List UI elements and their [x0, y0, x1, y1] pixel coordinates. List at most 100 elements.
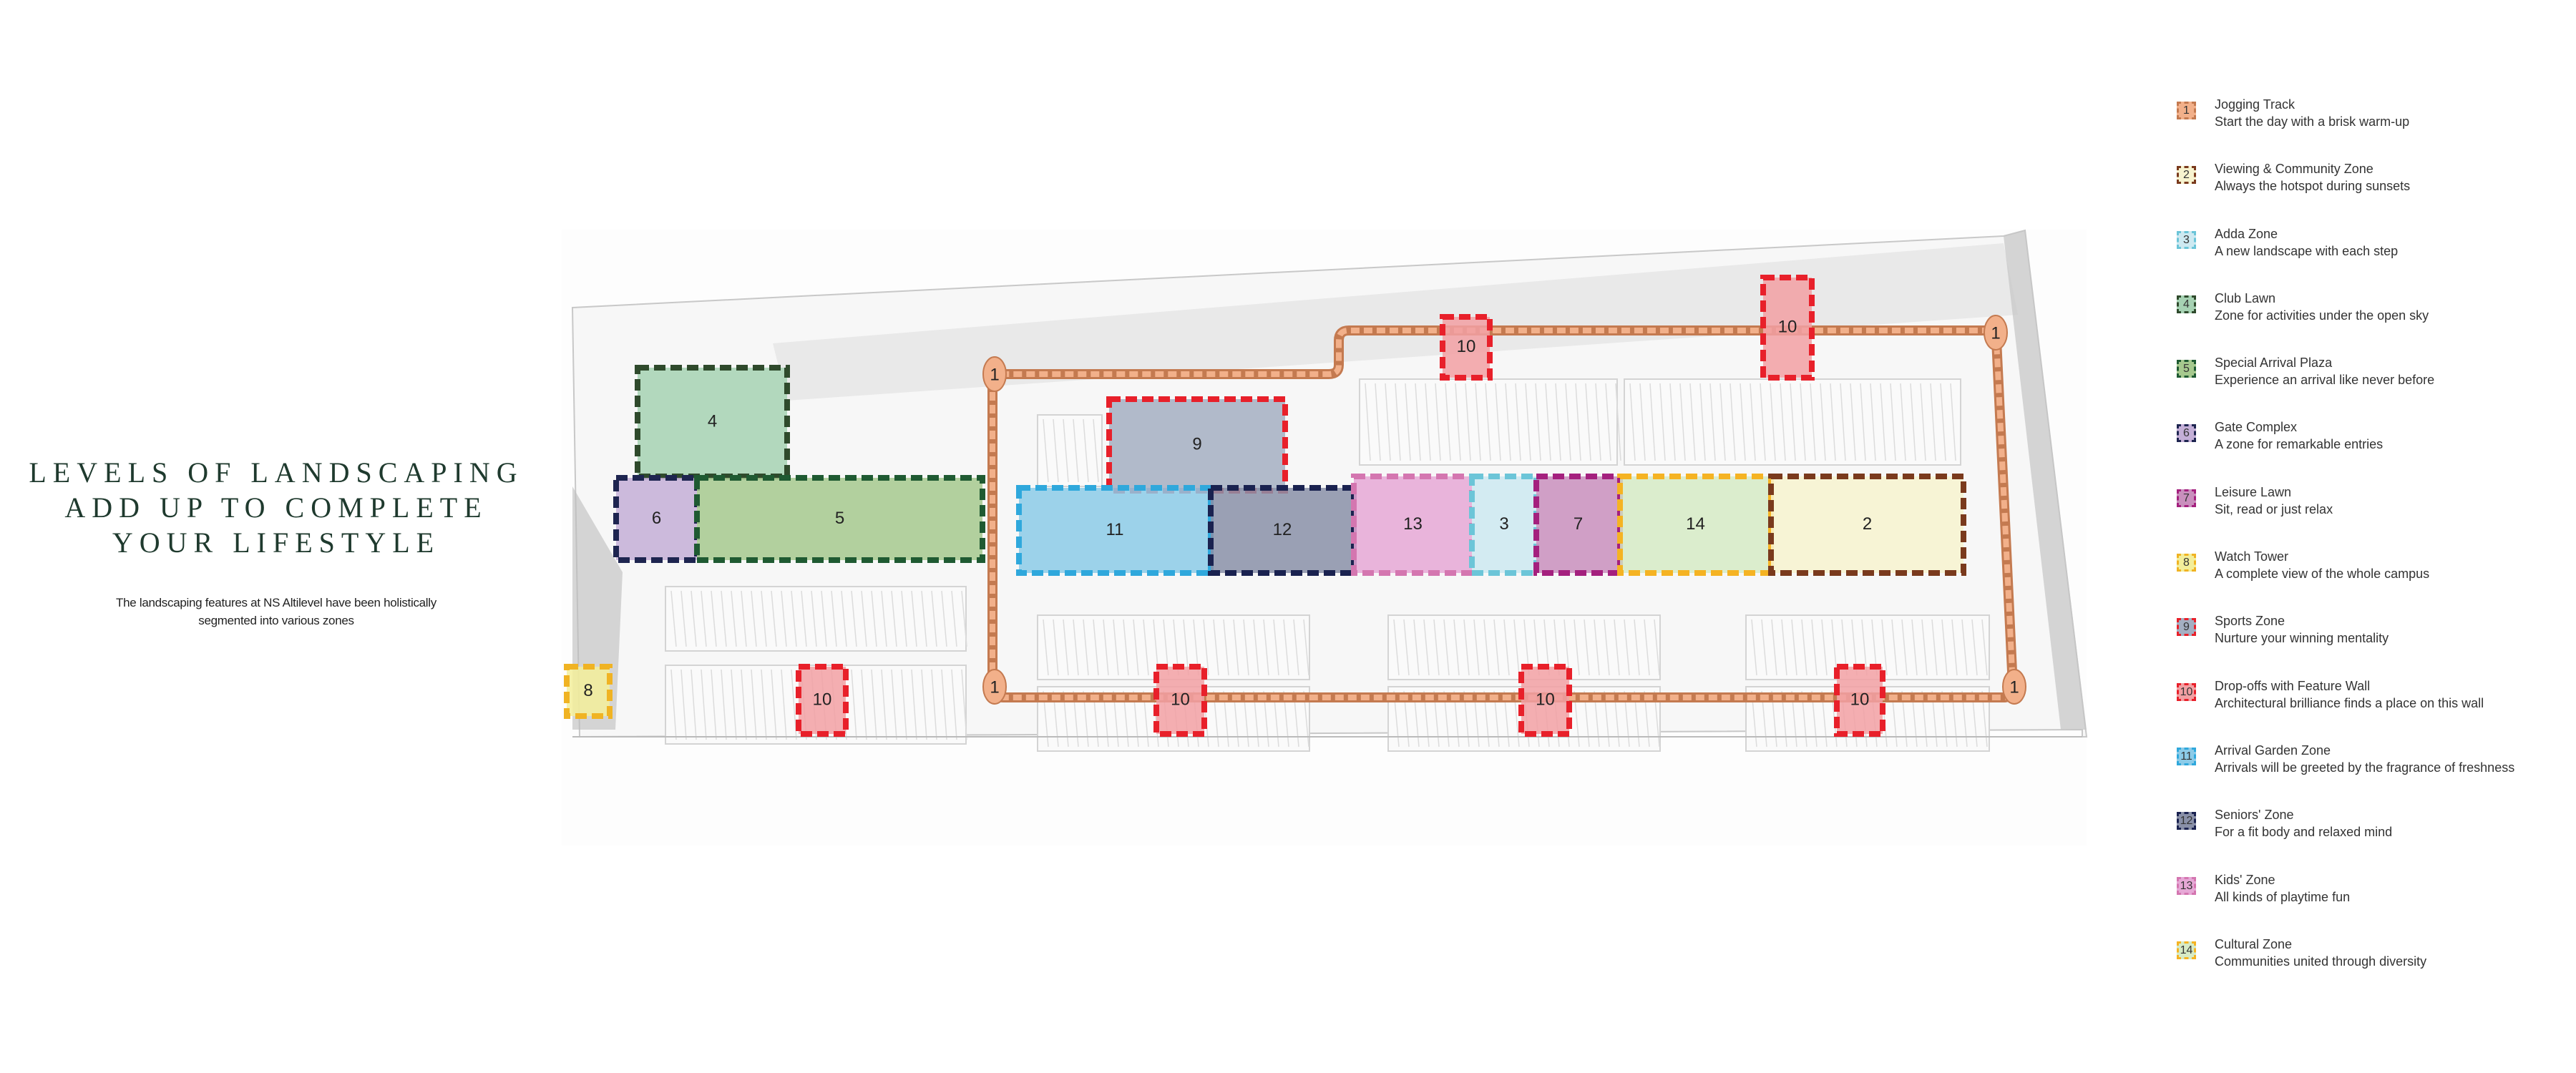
zone-number: 9 — [1192, 434, 1201, 454]
legend-description: For a fit body and relaxed mind — [2215, 825, 2393, 840]
zone-swatch-icon: 2 — [2177, 166, 2196, 185]
zone-swatch-icon: 3 — [2177, 230, 2196, 249]
zone-number: 10 — [1171, 690, 1190, 709]
legend-item-5: 5 Special Arrival Plaza Experience an ar… — [2168, 356, 2555, 420]
zone-13-area: 13 — [1351, 474, 1475, 576]
zone-swatch-icon: 1 — [2177, 102, 2196, 119]
legend-item-14: 14 Cultural Zone Communities united thro… — [2168, 937, 2555, 1001]
jogging-track-marker: 1 — [1984, 315, 2008, 351]
zone-swatch-icon: 13 — [2177, 876, 2196, 895]
legend-title: Gate Complex — [2215, 420, 2298, 435]
zone-14-area: 14 — [1617, 474, 1774, 576]
zone-number: 10 — [1457, 337, 1476, 356]
legend-title: Arrival Garden Zone — [2215, 743, 2331, 758]
legend-item-6: 6 Gate Complex A zone for remarkable ent… — [2168, 420, 2555, 484]
jogging-track-marker: 1 — [982, 356, 1007, 392]
zone-swatch-icon: 14 — [2177, 941, 2196, 959]
legend-description: Sit, read or just relax — [2215, 501, 2333, 516]
legend-title: Kids' Zone — [2215, 872, 2275, 887]
heading-line: YOUR LIFESTYLE — [112, 526, 441, 559]
zone-number: 13 — [1403, 514, 1423, 534]
legend-title: Drop-offs with Feature Wall — [2215, 678, 2371, 693]
zone-6-area: 6 — [613, 475, 700, 563]
legend-description: A new landscape with each step — [2215, 243, 2399, 258]
zone-number: 2 — [1863, 514, 1872, 534]
zone-number: 5 — [835, 509, 844, 528]
zone-8-area: 8 — [564, 664, 613, 719]
zone-swatch-icon: 9 — [2177, 618, 2196, 637]
zone-number: 14 — [1686, 514, 1705, 534]
zone-number: 12 — [1273, 520, 1292, 539]
zone-number: 6 — [652, 509, 661, 528]
zone-9-area: 9 — [1106, 396, 1288, 494]
legend-description: Communities united through diversity — [2215, 954, 2427, 969]
zone-number: 10 — [1850, 690, 1870, 709]
legend-item-8: 8 Watch Tower A complete view of the who… — [2168, 549, 2555, 614]
legend-description: Arrivals will be greeted by the fragranc… — [2215, 760, 2515, 775]
legend-item-7: 7 Leisure Lawn Sit, read or just relax — [2168, 485, 2555, 549]
legend-title: Leisure Lawn — [2215, 484, 2292, 499]
legend-description: Nurture your winning mentality — [2215, 631, 2389, 646]
zone-3-area: 3 — [1469, 474, 1539, 576]
heading-line: LEVELS OF LANDSCAPING — [29, 456, 524, 489]
zone-10-area: 10 — [1518, 664, 1572, 737]
legend-description: A zone for remarkable entries — [2215, 437, 2384, 452]
page-heading: LEVELS OF LANDSCAPING ADD UP TO COMPLETE… — [21, 455, 531, 560]
zone-12-area: 12 — [1208, 485, 1357, 576]
zone-swatch-icon: 5 — [2177, 360, 2196, 378]
legend-item-1: 1 Jogging Track Start the day with a bri… — [2168, 97, 2555, 162]
zone-4-area: 4 — [635, 365, 790, 479]
jogging-track-marker: 1 — [982, 669, 1007, 705]
zone-number: 4 — [708, 411, 717, 431]
legend-title: Seniors' Zone — [2215, 808, 2294, 823]
legend-item-2: 2 Viewing & Community Zone Always the ho… — [2168, 162, 2555, 226]
zone-number: 1 — [990, 677, 999, 697]
zone-swatch-icon: 8 — [2177, 554, 2196, 572]
zone-swatch-icon: 10 — [2177, 682, 2196, 701]
zone-swatch-icon: 12 — [2177, 812, 2196, 831]
legend-description: Start the day with a brisk warm-up — [2215, 114, 2410, 129]
zone-swatch-icon: 7 — [2177, 489, 2196, 507]
zone-10-area: 10 — [1834, 664, 1885, 737]
legend-description: All kinds of playtime fun — [2215, 889, 2351, 904]
legend-title: Adda Zone — [2215, 226, 2278, 241]
intro-text: The landscaping features at NS Altilevel… — [43, 594, 509, 629]
zone-number: 7 — [1574, 514, 1583, 534]
zone-7-area: 7 — [1533, 474, 1623, 576]
zone-number: 10 — [1536, 690, 1555, 709]
zone-number: 10 — [813, 690, 832, 709]
legend-item-11: 11 Arrival Garden Zone Arrivals will be … — [2168, 743, 2555, 808]
legend-title: Watch Tower — [2215, 549, 2289, 564]
zone-number: 1 — [1991, 323, 2000, 343]
intro-line: The landscaping features at NS Altilevel… — [116, 596, 436, 609]
zone-5-area: 5 — [694, 475, 985, 563]
heading-line: ADD UP TO COMPLETE — [64, 491, 488, 524]
legend-title: Special Arrival Plaza — [2215, 356, 2333, 371]
zone-number: 1 — [990, 365, 999, 384]
zone-legend: 1 Jogging Track Start the day with a bri… — [2168, 97, 2555, 1001]
zone-10-area: 10 — [1760, 275, 1815, 381]
legend-description: A complete view of the whole campus — [2215, 567, 2430, 582]
zone-number: 1 — [2009, 677, 2019, 697]
zone-11-area: 11 — [1016, 485, 1214, 576]
intro-line: segmented into various zones — [198, 614, 354, 627]
legend-description: Architectural brilliance finds a place o… — [2215, 695, 2484, 710]
legend-title: Viewing & Community Zone — [2215, 162, 2373, 177]
zone-2-area: 2 — [1768, 474, 1966, 576]
legend-item-13: 13 Kids' Zone All kinds of playtime fun — [2168, 873, 2555, 937]
legend-description: Zone for activities under the open sky — [2215, 308, 2429, 323]
zone-number: 10 — [1778, 317, 1797, 336]
legend-title: Cultural Zone — [2215, 936, 2293, 951]
legend-item-10: 10 Drop-offs with Feature Wall Architect… — [2168, 679, 2555, 743]
legend-description: Always the hotspot during sunsets — [2215, 179, 2411, 194]
zone-swatch-icon: 6 — [2177, 424, 2196, 443]
zone-number: 3 — [1499, 514, 1508, 534]
zone-10-area: 10 — [796, 664, 849, 737]
zone-10-area: 10 — [1440, 314, 1493, 381]
legend-title: Jogging Track — [2215, 97, 2296, 112]
legend-item-12: 12 Seniors' Zone For a fit body and rela… — [2168, 808, 2555, 872]
zone-10-area: 10 — [1153, 664, 1207, 737]
zone-swatch-icon: 11 — [2177, 747, 2196, 765]
